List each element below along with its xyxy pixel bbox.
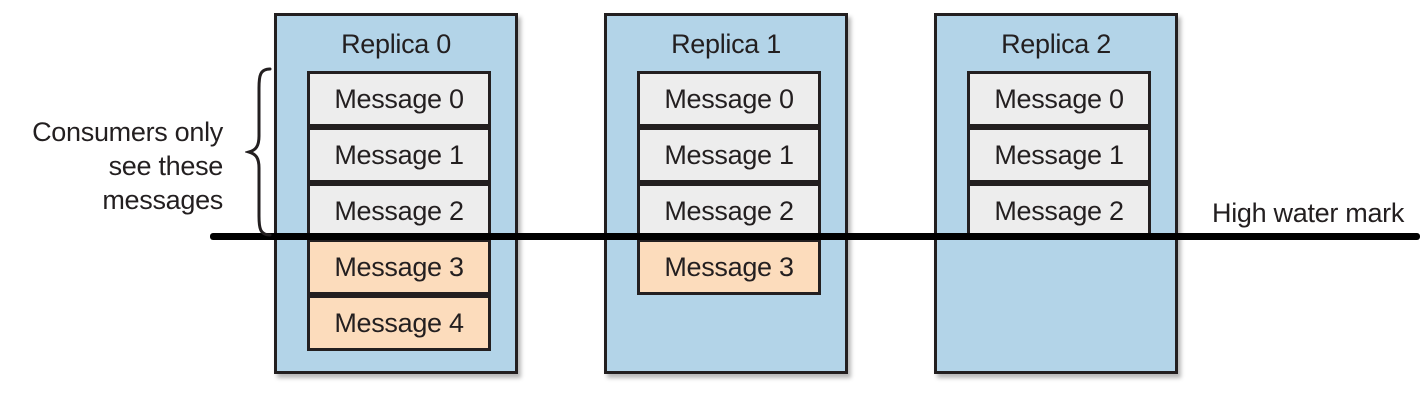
- message-block: Message 4: [307, 295, 491, 351]
- replica-title: Replica 0: [341, 29, 451, 59]
- replica-2-box: Replica 2 Message 0 Message 1 Message 2: [934, 13, 1178, 374]
- replica-title: Replica 1: [671, 29, 781, 59]
- message-block: Message 2: [967, 183, 1151, 239]
- curly-brace-icon: [245, 67, 272, 237]
- message-block: Message 0: [967, 71, 1151, 127]
- message-block: Message 0: [307, 71, 491, 127]
- consumers-annotation: Consumers only see these messages: [0, 115, 223, 217]
- message-block: Message 3: [307, 239, 491, 295]
- message-block: Message 1: [307, 127, 491, 183]
- high-water-mark-line: [210, 233, 1420, 240]
- replica-1-box: Replica 1 Message 0 Message 1 Message 2 …: [604, 13, 848, 374]
- message-block: Message 0: [637, 71, 821, 127]
- message-block: Message 1: [967, 127, 1151, 183]
- replica-title: Replica 2: [1001, 29, 1111, 59]
- message-block: Message 2: [637, 183, 821, 239]
- message-block: Message 2: [307, 183, 491, 239]
- replica-0-box: Replica 0 Message 0 Message 1 Message 2 …: [274, 13, 518, 374]
- high-water-mark-label: High water mark: [1212, 198, 1405, 228]
- message-block: Message 3: [637, 239, 821, 295]
- message-block: Message 1: [637, 127, 821, 183]
- consumers-label-line-1: Consumers only: [32, 117, 223, 147]
- consumers-label-line-2: see these messages: [102, 151, 223, 215]
